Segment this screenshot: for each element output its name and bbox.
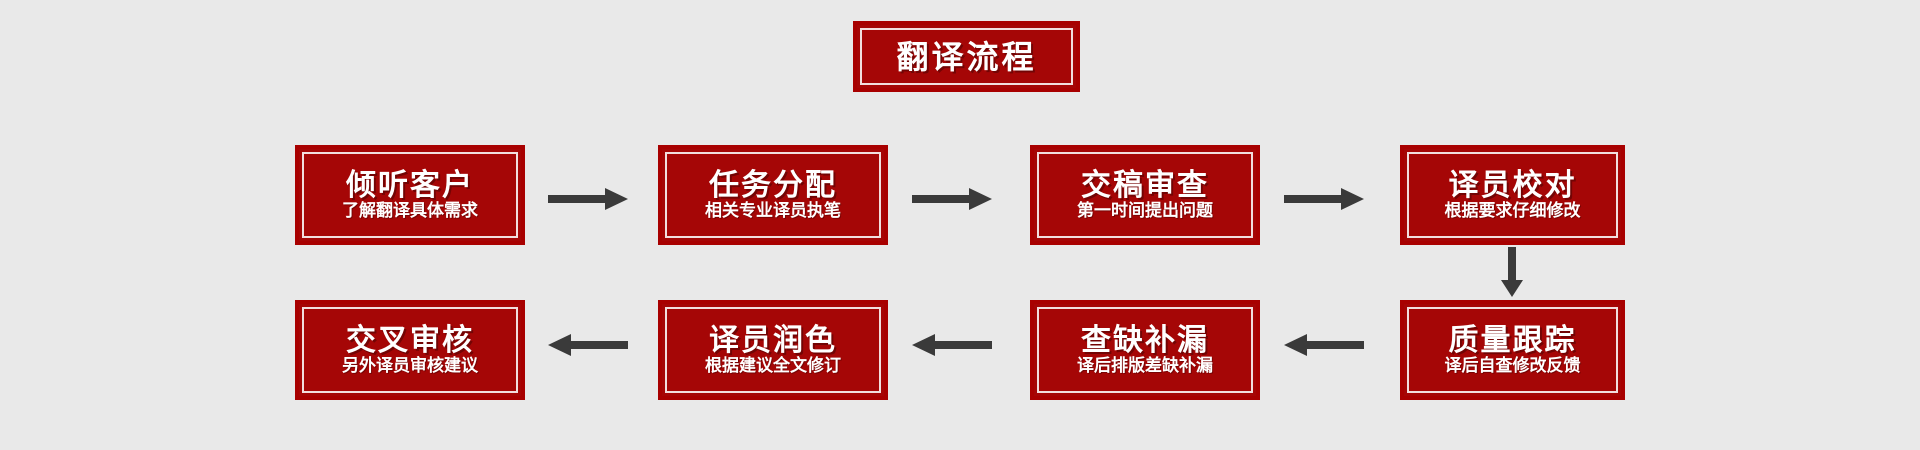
node-gap-fill[interactable]: 查缺补漏 译后排版差缺补漏 <box>1030 300 1260 400</box>
node-translator-polish[interactable]: 译员润色 根据建议全文修订 <box>658 300 888 400</box>
node-listen-client[interactable]: 倾听客户 了解翻译具体需求 <box>295 145 525 245</box>
node-title: 查缺补漏 <box>1081 322 1209 358</box>
node-subtitle: 根据要求仔细修改 <box>1444 200 1581 221</box>
node-task-assign-inner: 任务分配 相关专业译员执笔 <box>665 152 881 238</box>
node-title: 交叉审核 <box>346 322 474 358</box>
page-title: 翻译流程 <box>896 37 1037 76</box>
node-subtitle: 另外译员审核建议 <box>342 355 478 376</box>
arrow-right-icon <box>912 188 992 210</box>
arrow-down-icon <box>1501 247 1523 297</box>
node-title: 任务分配 <box>709 167 837 203</box>
node-subtitle: 第一时间提出问题 <box>1077 200 1213 221</box>
node-subtitle: 了解翻译具体需求 <box>342 200 478 221</box>
node-gap-fill-inner: 查缺补漏 译后排版差缺补漏 <box>1037 307 1253 393</box>
node-task-assign[interactable]: 任务分配 相关专业译员执笔 <box>658 145 888 245</box>
diagram-title-box: 翻译流程 <box>853 21 1080 92</box>
node-title: 质量跟踪 <box>1448 322 1577 358</box>
node-quality-track[interactable]: 质量跟踪 译后自查修改反馈 <box>1400 300 1625 400</box>
node-cross-review-inner: 交叉审核 另外译员审核建议 <box>302 307 518 393</box>
node-draft-review-inner: 交稿审查 第一时间提出问题 <box>1037 152 1253 238</box>
node-title: 倾听客户 <box>346 167 474 203</box>
node-subtitle: 译后自查修改反馈 <box>1444 355 1581 376</box>
node-quality-track-inner: 质量跟踪 译后自查修改反馈 <box>1407 307 1618 393</box>
node-translator-proof[interactable]: 译员校对 根据要求仔细修改 <box>1400 145 1625 245</box>
node-title: 译员润色 <box>709 322 837 358</box>
arrow-left-icon <box>912 334 992 356</box>
node-subtitle: 相关专业译员执笔 <box>705 200 841 221</box>
diagram-title-inner: 翻译流程 <box>860 28 1073 85</box>
node-title: 交稿审查 <box>1081 167 1209 203</box>
node-subtitle: 根据建议全文修订 <box>705 355 841 376</box>
node-translator-polish-inner: 译员润色 根据建议全文修订 <box>665 307 881 393</box>
arrow-left-icon <box>1284 334 1364 356</box>
arrow-left-icon <box>548 334 628 356</box>
node-translator-proof-inner: 译员校对 根据要求仔细修改 <box>1407 152 1618 238</box>
node-listen-client-inner: 倾听客户 了解翻译具体需求 <box>302 152 518 238</box>
arrow-right-icon <box>548 188 628 210</box>
node-subtitle: 译后排版差缺补漏 <box>1077 355 1213 376</box>
node-draft-review[interactable]: 交稿审查 第一时间提出问题 <box>1030 145 1260 245</box>
arrow-right-icon <box>1284 188 1364 210</box>
node-cross-review[interactable]: 交叉审核 另外译员审核建议 <box>295 300 525 400</box>
node-title: 译员校对 <box>1448 167 1577 203</box>
